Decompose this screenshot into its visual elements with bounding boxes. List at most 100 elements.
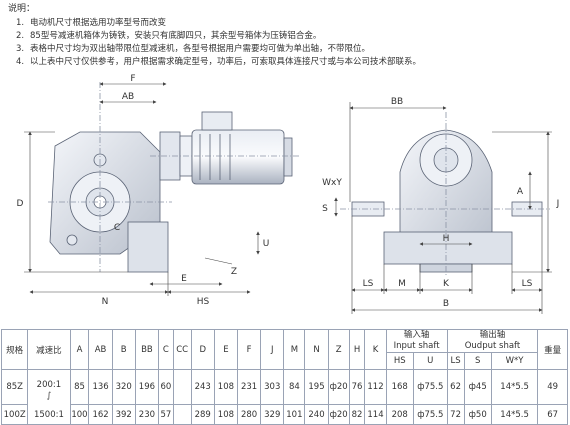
cell: 168 bbox=[385, 369, 414, 405]
header-cell: 减速比 bbox=[27, 329, 71, 370]
motor-body bbox=[191, 129, 285, 185]
cell: ф20 bbox=[327, 369, 350, 405]
dim-label-J: J bbox=[556, 199, 560, 209]
notes-section: 说明： 1.电动机尺寸根据选用功率型号而改变 2.85型号减速机箱体为铸铁，安装… bbox=[8, 3, 568, 69]
side-base bbox=[383, 231, 513, 265]
cell: ф20 bbox=[327, 404, 350, 425]
header-cell: N bbox=[304, 329, 329, 370]
dim-label-S: S bbox=[322, 204, 328, 214]
cell: 62 bbox=[446, 369, 465, 405]
front-view-labels: F AB D C U Z E N HS bbox=[17, 74, 270, 307]
header-cell: W*Y bbox=[490, 352, 539, 370]
cell: ф50 bbox=[463, 404, 492, 425]
cell: 329 bbox=[260, 404, 285, 425]
header-cell: D bbox=[190, 329, 215, 370]
dim-label-AB: AB bbox=[122, 92, 134, 102]
cell: 76 bbox=[348, 369, 366, 405]
header-cell: J bbox=[260, 329, 285, 370]
dim-label-N: N bbox=[102, 297, 109, 307]
header-cell: AB bbox=[88, 329, 113, 370]
cell: 60 bbox=[157, 369, 174, 405]
cell: 14*5.5 bbox=[490, 369, 539, 405]
front-view-dimensions bbox=[24, 82, 260, 296]
dim-label-LS-right: LS bbox=[522, 279, 533, 289]
note-item: 1.电动机尺寸根据选用功率型号而改变 bbox=[16, 18, 167, 28]
header-cell: K bbox=[364, 329, 387, 370]
cell bbox=[172, 369, 192, 405]
cell: 208 bbox=[385, 404, 414, 425]
front-view bbox=[48, 82, 300, 273]
note-item: 4.以上表中尺寸仅供参考，用户根据需求确定型号，功率后，可索取具体连接尺寸或与本… bbox=[16, 57, 422, 67]
dim-label-K: K bbox=[443, 279, 450, 289]
dim-label-E: E bbox=[181, 274, 187, 284]
dim-label-LS-left: LS bbox=[363, 279, 374, 289]
cell: 289 bbox=[190, 404, 215, 425]
terminal-box bbox=[201, 111, 233, 131]
cell: 100 bbox=[69, 404, 90, 425]
header-cell: Z bbox=[327, 329, 350, 370]
cell: 243 bbox=[190, 369, 215, 405]
side-view-labels: BB WxY S A J H LS M K LS B bbox=[322, 97, 559, 309]
dim-label-B: B bbox=[443, 299, 449, 309]
dim-label-WxY: WxY bbox=[322, 178, 342, 188]
cell: 67 bbox=[537, 404, 568, 425]
header-cell: BB bbox=[134, 329, 159, 370]
cell: ф45 bbox=[463, 369, 492, 405]
dim-label-HS: HS bbox=[197, 297, 210, 307]
base-foot bbox=[127, 221, 169, 273]
table-row: 85Z 200:1∫1500:1 85 136 320 196 60 243 1… bbox=[0, 369, 568, 425]
header-cell: CC bbox=[172, 329, 192, 370]
table-row: 100Z 100 162 392 230 57 289 108 280 329 … bbox=[0, 404, 568, 425]
cell: 162 bbox=[88, 404, 113, 425]
header-cell: F bbox=[236, 329, 262, 370]
cell: 108 bbox=[213, 369, 238, 405]
cell: 14*5.5 bbox=[490, 404, 539, 425]
dim-label-D: D bbox=[17, 199, 24, 209]
table-subheader-row: HS U LS S W*Y bbox=[2, 352, 568, 370]
dim-label-C: C bbox=[114, 223, 120, 233]
dim-label-A: A bbox=[517, 187, 524, 197]
header-cell: HS bbox=[385, 352, 414, 370]
cell: 112 bbox=[364, 369, 387, 405]
header-cell: C bbox=[157, 329, 174, 370]
cell-spec: 100Z bbox=[0, 404, 29, 425]
cell: 82 bbox=[348, 404, 366, 425]
cell: 280 bbox=[236, 404, 262, 425]
header-cell: U bbox=[412, 352, 448, 370]
dim-label-U: U bbox=[263, 239, 270, 249]
cell: 240 bbox=[304, 404, 329, 425]
spec-table: 规格 减速比 A AB B BB C CC D E F J M N Z H K … bbox=[0, 329, 568, 425]
header-cell: 规格 bbox=[0, 329, 29, 370]
dim-label-F: F bbox=[130, 74, 135, 84]
note-item: 3.表格中尺寸均为双出轴带限位型减速机，各型号根据用户需要均可做为单出轴，不带限… bbox=[16, 44, 371, 54]
cell-ratio: 200:1∫1500:1 bbox=[27, 369, 71, 425]
header-cell: S bbox=[463, 352, 492, 370]
cell: 195 bbox=[304, 369, 329, 405]
cell: 196 bbox=[134, 369, 159, 405]
note-item: 2.85型号减速机箱体为铸铁，安装只有底脚四只，其余型号箱体为压铸铝合金。 bbox=[16, 31, 322, 41]
cell bbox=[172, 404, 192, 425]
table-header-row: 规格 减速比 A AB B BB C CC D E F J M N Z H K … bbox=[0, 329, 568, 370]
cell: 108 bbox=[213, 404, 238, 425]
header-cell: A bbox=[69, 329, 90, 370]
cell: ф75.5 bbox=[412, 404, 448, 425]
dim-label-H: H bbox=[443, 234, 450, 244]
cell: 85 bbox=[69, 369, 90, 405]
cell: 49 bbox=[537, 369, 568, 405]
cell: 230 bbox=[134, 404, 159, 425]
cell-spec: 85Z bbox=[0, 369, 29, 405]
cell: 114 bbox=[364, 404, 387, 425]
side-view-dimensions bbox=[334, 102, 552, 314]
header-cell: H bbox=[348, 329, 366, 370]
technical-drawing: F AB D C U Z E N HS bbox=[17, 74, 559, 314]
cell: 392 bbox=[111, 404, 136, 425]
cell: 320 bbox=[111, 369, 136, 405]
header-cell: LS bbox=[446, 352, 465, 370]
header-cell: M bbox=[283, 329, 306, 370]
cell: 84 bbox=[283, 369, 306, 405]
header-cell: E bbox=[213, 329, 238, 370]
cell: 303 bbox=[260, 369, 285, 405]
cell: 57 bbox=[157, 404, 174, 425]
header-cell: 重量 bbox=[537, 329, 568, 370]
